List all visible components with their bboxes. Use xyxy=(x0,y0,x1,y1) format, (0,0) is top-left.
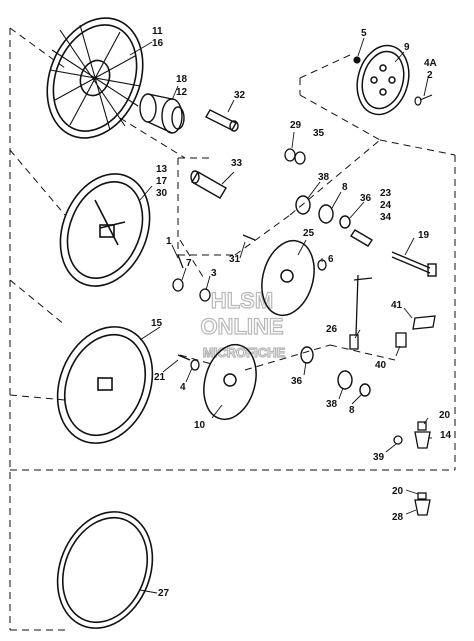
small-parts-left xyxy=(172,234,327,302)
valve-parts xyxy=(393,421,431,516)
callout-29: 29 xyxy=(290,120,302,131)
cast-wheel xyxy=(59,173,151,287)
assembly-lines xyxy=(9,27,456,631)
watermark-line-2: ONLINE xyxy=(200,314,283,339)
brake-disc-25 xyxy=(261,239,315,317)
callout-7: 7 xyxy=(186,258,192,269)
callout-38-lower: 38 xyxy=(326,399,338,410)
callout-36-lower: 36 xyxy=(291,376,303,387)
callout-34: 34 xyxy=(380,212,392,223)
callout-27: 27 xyxy=(158,588,170,599)
callout-10: 10 xyxy=(194,420,206,431)
hub xyxy=(139,93,185,134)
callout-38-upper: 38 xyxy=(318,172,330,183)
parts-40-41 xyxy=(395,315,436,348)
sprocket xyxy=(356,44,410,116)
callout-14: 14 xyxy=(440,430,452,441)
spoke-wheel xyxy=(46,17,144,139)
bearings-lower xyxy=(300,346,371,397)
callout-23: 23 xyxy=(380,188,392,199)
callout-18: 18 xyxy=(176,74,188,85)
rim-27 xyxy=(56,511,154,629)
callout-5: 5 xyxy=(361,28,367,39)
callout-13: 13 xyxy=(156,164,168,175)
callout-24: 24 xyxy=(380,200,392,211)
small-parts-lower xyxy=(177,354,200,371)
callout-21: 21 xyxy=(154,372,166,383)
callout-2: 2 xyxy=(427,70,433,81)
callout-1: 1 xyxy=(166,236,172,247)
axle-spacer-32 xyxy=(205,109,239,132)
callout-labels: 11 16 18 12 32 5 9 4A 2 29 35 33 13 17 3… xyxy=(151,26,452,599)
nut-29 xyxy=(284,148,306,165)
callout-20-lower: 20 xyxy=(392,486,404,497)
callout-30: 30 xyxy=(156,188,168,199)
callout-36-upper: 36 xyxy=(360,193,372,204)
callout-32: 32 xyxy=(234,90,246,101)
callout-4: 4 xyxy=(180,382,186,393)
callout-4A: 4A xyxy=(424,58,437,69)
axle xyxy=(391,251,437,277)
callout-41: 41 xyxy=(391,300,403,311)
callout-28: 28 xyxy=(392,512,404,523)
watermark-line-1: HLSM xyxy=(211,288,273,313)
callout-9: 9 xyxy=(404,42,410,53)
laced-wheel xyxy=(56,326,154,444)
callout-25: 25 xyxy=(303,228,315,239)
callout-31: 31 xyxy=(229,254,241,265)
callout-39: 39 xyxy=(373,452,385,463)
callout-16: 16 xyxy=(152,38,164,49)
callout-12: 12 xyxy=(176,87,188,98)
spacer-33 xyxy=(190,170,227,199)
callout-8-upper: 8 xyxy=(342,182,348,193)
callout-26: 26 xyxy=(326,324,338,335)
callout-17: 17 xyxy=(156,176,168,187)
callout-20-upper: 20 xyxy=(439,410,451,421)
callout-6: 6 xyxy=(328,254,334,265)
callout-8-lower: 8 xyxy=(349,405,355,416)
bearings-upper xyxy=(295,195,373,247)
callout-40: 40 xyxy=(375,360,387,371)
brake-disc-10 xyxy=(203,343,257,421)
callout-15: 15 xyxy=(151,318,163,329)
leader-lines xyxy=(129,37,432,594)
callout-33: 33 xyxy=(231,158,243,169)
pin-26 xyxy=(349,274,373,350)
watermark: HLSM ONLINE MICROFICHE xyxy=(200,287,286,360)
callout-19: 19 xyxy=(418,230,430,241)
callout-35: 35 xyxy=(313,128,325,139)
callout-3: 3 xyxy=(211,268,217,279)
sprocket-fasteners xyxy=(353,56,433,106)
callout-11: 11 xyxy=(152,26,163,37)
